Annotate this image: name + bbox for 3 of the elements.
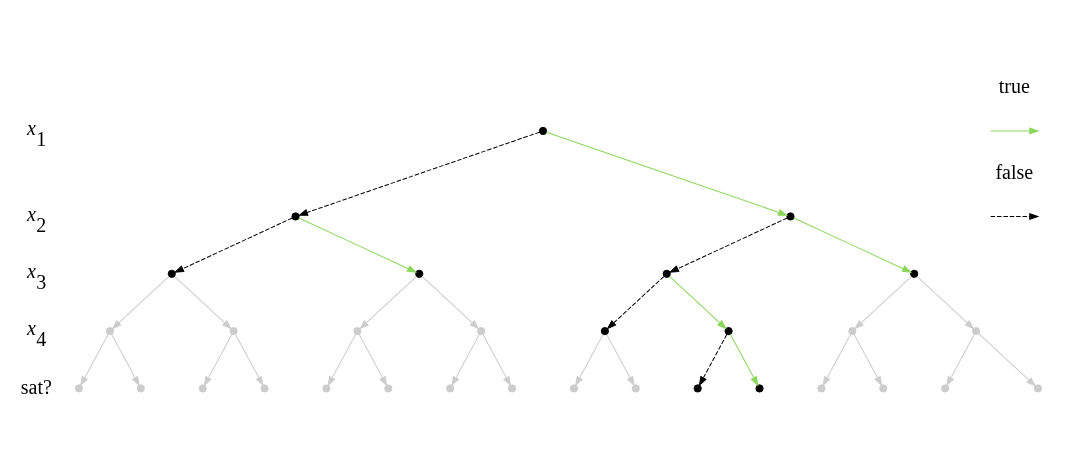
legend-label: false [995,160,1034,183]
label: sat? [20,375,52,398]
legend-label: true [998,74,1030,97]
